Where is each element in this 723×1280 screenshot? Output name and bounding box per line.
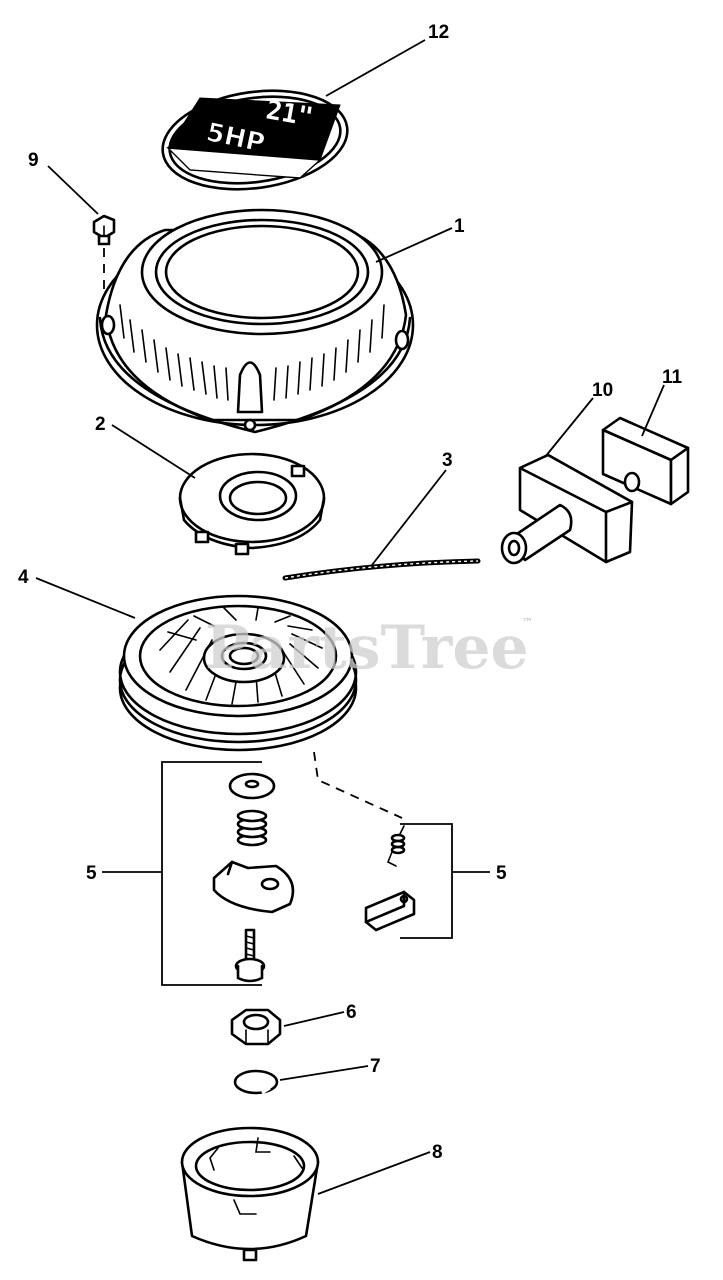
part-5-right-group[interactable]	[313, 751, 453, 939]
callout-11: 11	[662, 367, 683, 388]
callout-4: 4	[18, 567, 29, 588]
callout-5-right: 5	[496, 863, 507, 884]
part-10-handle[interactable]	[500, 453, 634, 565]
callout-3: 3	[442, 450, 453, 471]
watermark-text: PartsTree	[205, 613, 529, 683]
part-7-lock-washer[interactable]	[233, 1069, 279, 1095]
part-6-nut[interactable]	[230, 1008, 282, 1046]
callout-7: 7	[370, 1056, 381, 1077]
part-3-rope[interactable]	[282, 558, 481, 581]
part-11-insert[interactable]	[601, 416, 690, 506]
callout-1: 1	[454, 216, 465, 237]
part-8-cup[interactable]	[180, 1126, 320, 1262]
callout-9: 9	[28, 150, 39, 171]
callout-8: 8	[432, 1142, 443, 1163]
callout-numbers: 12 9 1 11 10 2 3 4 5 5 6 7 8	[18, 22, 683, 1163]
housing-vents	[119, 304, 385, 401]
watermark-tm: ™	[522, 616, 533, 629]
spring-icon	[236, 809, 268, 847]
small-spring-icon	[386, 825, 406, 867]
part-9-screw[interactable]	[92, 214, 116, 300]
part-1-starter-housing[interactable]	[95, 208, 415, 434]
part-5-left-group[interactable]	[161, 761, 295, 986]
part-12-decal[interactable]: 21" 5HP	[156, 80, 354, 201]
screw-icon	[234, 928, 266, 983]
leader-lines	[35, 39, 665, 1195]
part-4-pulley[interactable]	[118, 594, 358, 752]
callout-2: 2	[95, 414, 106, 435]
callout-12: 12	[428, 22, 449, 43]
part-2-retainer[interactable]	[178, 452, 326, 556]
callout-6: 6	[346, 1002, 357, 1023]
callout-10: 10	[592, 380, 613, 401]
callout-5-left: 5	[86, 863, 97, 884]
